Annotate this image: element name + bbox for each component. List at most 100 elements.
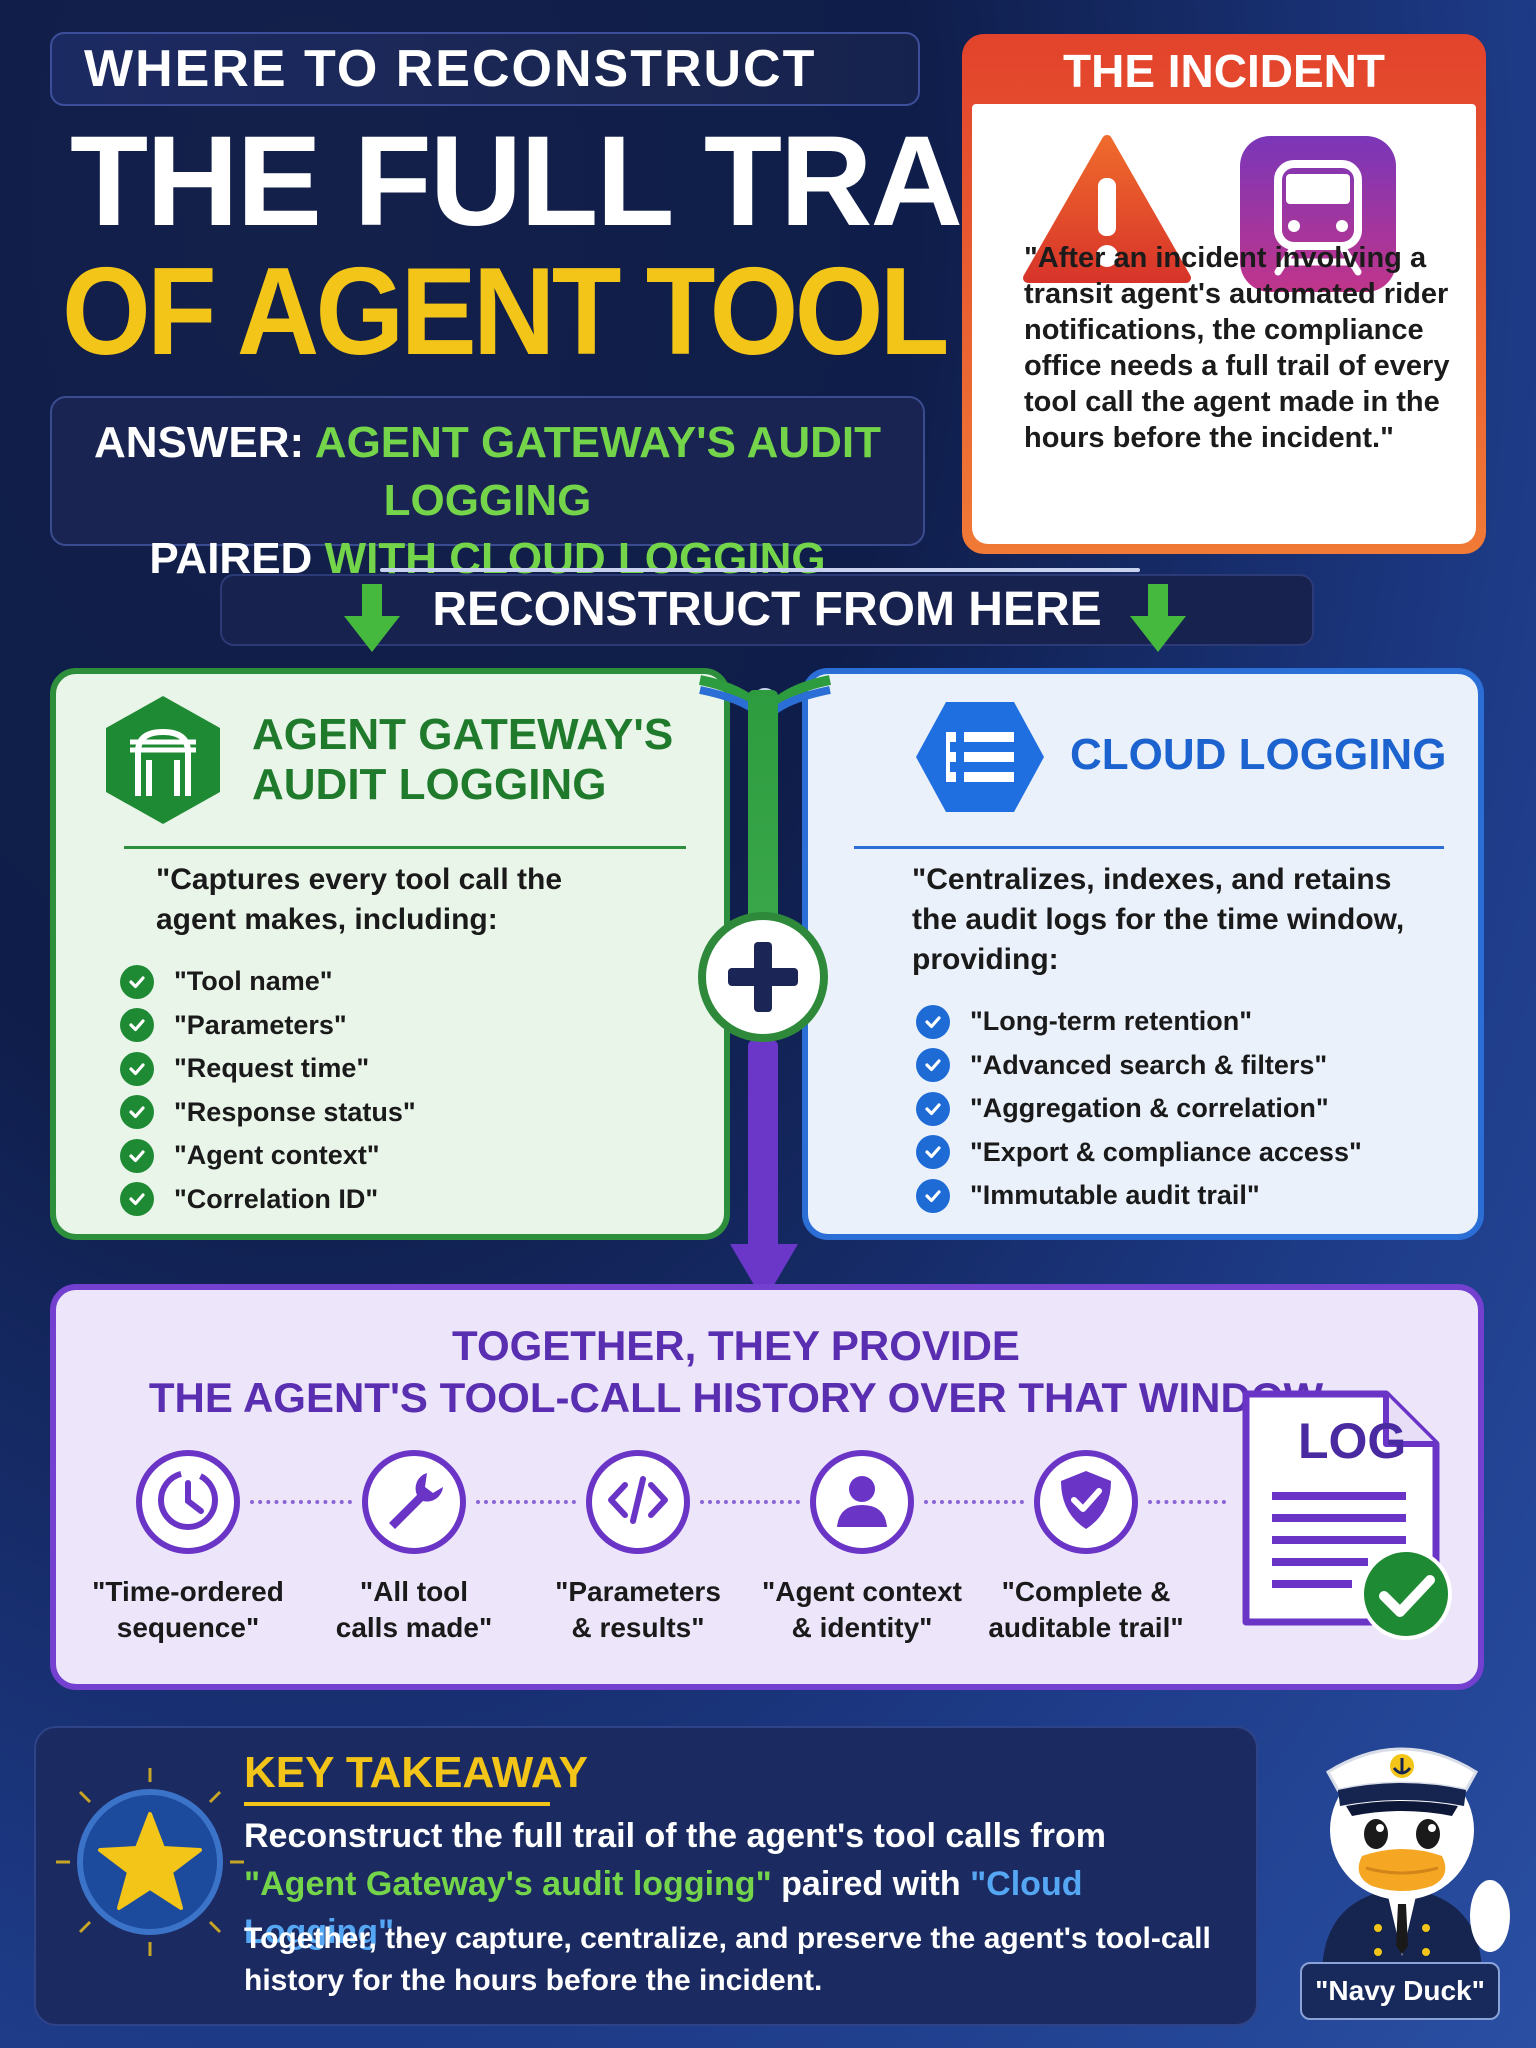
gateway-list-item: "Response status"	[120, 1091, 416, 1135]
takeaway-underline	[244, 1802, 550, 1806]
key-takeaway-card: KEY TAKEAWAY Reconstruct the full trail …	[34, 1726, 1258, 2026]
gateway-list-item: "Tool name"	[120, 960, 416, 1004]
cloud-title: CLOUD LOGGING	[1070, 730, 1447, 779]
feature-label-line1: "All tool	[359, 1576, 469, 1607]
user-icon	[827, 1465, 897, 1540]
train-icon	[1240, 136, 1396, 292]
clock-icon	[153, 1465, 223, 1540]
connector-green	[748, 690, 778, 950]
feature-label: "Time-ordered sequence"	[78, 1574, 298, 1646]
gateway-item-label: "Correlation ID"	[174, 1183, 379, 1214]
check-icon	[916, 1004, 950, 1039]
gateway-list-item: "Request time"	[120, 1047, 416, 1091]
cloud-divider	[854, 846, 1444, 849]
feature-code-icon	[586, 1450, 690, 1554]
arrow-down-right-icon	[1130, 584, 1186, 652]
plus-icon	[728, 942, 798, 1012]
takeaway-title: KEY TAKEAWAY	[244, 1748, 588, 1797]
together-title-2: THE AGENT'S TOOL-CALL HISTORY OVER THAT …	[148, 1374, 1324, 1421]
gateway-item-label: "Tool name"	[174, 966, 333, 997]
cloud-item-label: "Long-term retention"	[970, 1006, 1253, 1037]
gateway-list: "Tool name" "Parameters" "Request time" "Re…	[120, 960, 416, 1221]
kicker-banner: WHERE TO RECONSTRUCT	[50, 32, 920, 106]
feature-label-line2: & results"	[571, 1612, 705, 1643]
check-icon	[120, 964, 154, 999]
check-circle-icon	[1360, 1548, 1452, 1640]
check-icon	[916, 1135, 950, 1170]
answer-prefix: ANSWER:	[94, 418, 305, 467]
takeaway-cloud: "Cloud Logging"	[244, 1865, 1083, 1951]
cloud-list: "Long-term retention" "Advanced search & …	[916, 1000, 1362, 1218]
warning-icon	[1023, 135, 1191, 283]
plus-badge	[698, 912, 828, 1042]
gateway-title-1: AGENT GATEWAY'S	[252, 710, 674, 759]
cloud-list-item: "Long-term retention"	[916, 1000, 1362, 1044]
check-icon	[120, 1008, 154, 1043]
feature-label-line1: "Time-ordered	[92, 1576, 284, 1607]
dotted-connector	[700, 1500, 800, 1504]
check-icon	[120, 1138, 154, 1173]
gateway-item-label: "Request time"	[174, 1053, 370, 1084]
banner-accent-line	[380, 568, 1140, 572]
feature-label-line2: calls made"	[335, 1612, 493, 1643]
cloud-item-label: "Export & compliance access"	[970, 1136, 1362, 1167]
feature-label: "Complete & auditable trail"	[976, 1574, 1196, 1646]
incident-quote: "After an incident involving a transit a…	[1024, 242, 1450, 454]
cloud-item-label: "Aggregation & correlation"	[970, 1093, 1329, 1124]
title-line-1: THE FULL TRAIL	[70, 110, 1073, 253]
feature-clock-icon	[136, 1450, 240, 1554]
cloud-list-item: "Immutable audit trail"	[916, 1174, 1362, 1218]
check-icon	[120, 1182, 154, 1217]
arrow-down-left-icon	[344, 584, 400, 652]
incident-body	[972, 104, 1476, 544]
navy-duck-mascot	[1322, 1747, 1510, 1976]
feature-label-line1: "Complete &	[1001, 1576, 1171, 1607]
dotted-connector	[924, 1500, 1024, 1504]
arrow-down-purple-icon	[730, 1244, 798, 1302]
gateway-icon	[106, 696, 220, 824]
cloud-desc: "Centralizes, indexes, and retains the a…	[912, 863, 1405, 976]
connector-purple	[748, 1040, 778, 1260]
feature-label-line2: auditable trail"	[988, 1612, 1184, 1643]
feature-label-line1: "Parameters	[555, 1576, 721, 1607]
dotted-connector	[250, 1500, 352, 1504]
together-title-1: TOGETHER, THEY PROVIDE	[452, 1322, 1020, 1369]
feature-label: "Agent context & identity"	[752, 1574, 972, 1646]
cloud-logging-panel: CLOUD LOGGING "Centralizes, indexes, and…	[802, 668, 1484, 1240]
gateway-item-label: "Parameters"	[174, 1009, 347, 1040]
answer-box: ANSWER: AGENT GATEWAY'S AUDIT LOGGING PA…	[50, 396, 925, 583]
gateway-list-item: "Agent context"	[120, 1134, 416, 1178]
gateway-item-label: "Response status"	[174, 1096, 416, 1127]
check-icon	[120, 1095, 154, 1130]
dotted-connector	[1148, 1500, 1226, 1504]
feature-shield-check-icon	[1034, 1450, 1138, 1554]
together-panel: TOGETHER, THEY PROVIDE THE AGENT'S TOOL-…	[50, 1284, 1484, 1690]
incident-card: THE INCIDENT "After an incident involvin…	[962, 34, 1486, 554]
feature-label: "Parameters & results"	[528, 1574, 748, 1646]
gateway-list-item: "Correlation ID"	[120, 1178, 416, 1222]
feature-label-line2: & identity"	[791, 1612, 933, 1643]
cloud-list-item: "Advanced search & filters"	[916, 1044, 1362, 1088]
takeaway-gateway: "Agent Gateway's audit logging"	[244, 1865, 772, 1903]
check-icon	[916, 1091, 950, 1126]
cloud-list-item: "Export & compliance access"	[916, 1131, 1362, 1175]
answer-gateway: AGENT GATEWAY'S AUDIT LOGGING	[314, 418, 881, 525]
gateway-panel: AGENT GATEWAY'S AUDIT LOGGING "Captures …	[50, 668, 730, 1240]
incident-title: THE INCIDENT	[1063, 45, 1385, 97]
cloud-item-label: "Advanced search & filters"	[970, 1049, 1328, 1080]
feature-label-line2: sequence"	[116, 1612, 260, 1643]
takeaway-line-1: Reconstruct the full trail of the agent'…	[244, 1817, 1106, 1855]
feature-label-line1: "Agent context	[762, 1576, 962, 1607]
gateway-title-2: AUDIT LOGGING	[252, 760, 607, 809]
takeaway-paired: paired with	[771, 1865, 971, 1903]
shield-check-icon	[1051, 1465, 1121, 1540]
kicker-text: WHERE TO RECONSTRUCT	[84, 40, 817, 98]
cloud-logging-icon	[916, 702, 1044, 812]
check-icon	[916, 1178, 950, 1213]
cloud-list-item: "Aggregation & correlation"	[916, 1087, 1362, 1131]
reconstruct-banner: RECONSTRUCT FROM HERE	[220, 574, 1314, 646]
star-icon	[56, 1768, 244, 1956]
feature-user-icon	[810, 1450, 914, 1554]
gateway-item-label: "Agent context"	[174, 1140, 380, 1171]
takeaway-sub: Together, they capture, centralize, and …	[244, 1922, 1211, 1997]
